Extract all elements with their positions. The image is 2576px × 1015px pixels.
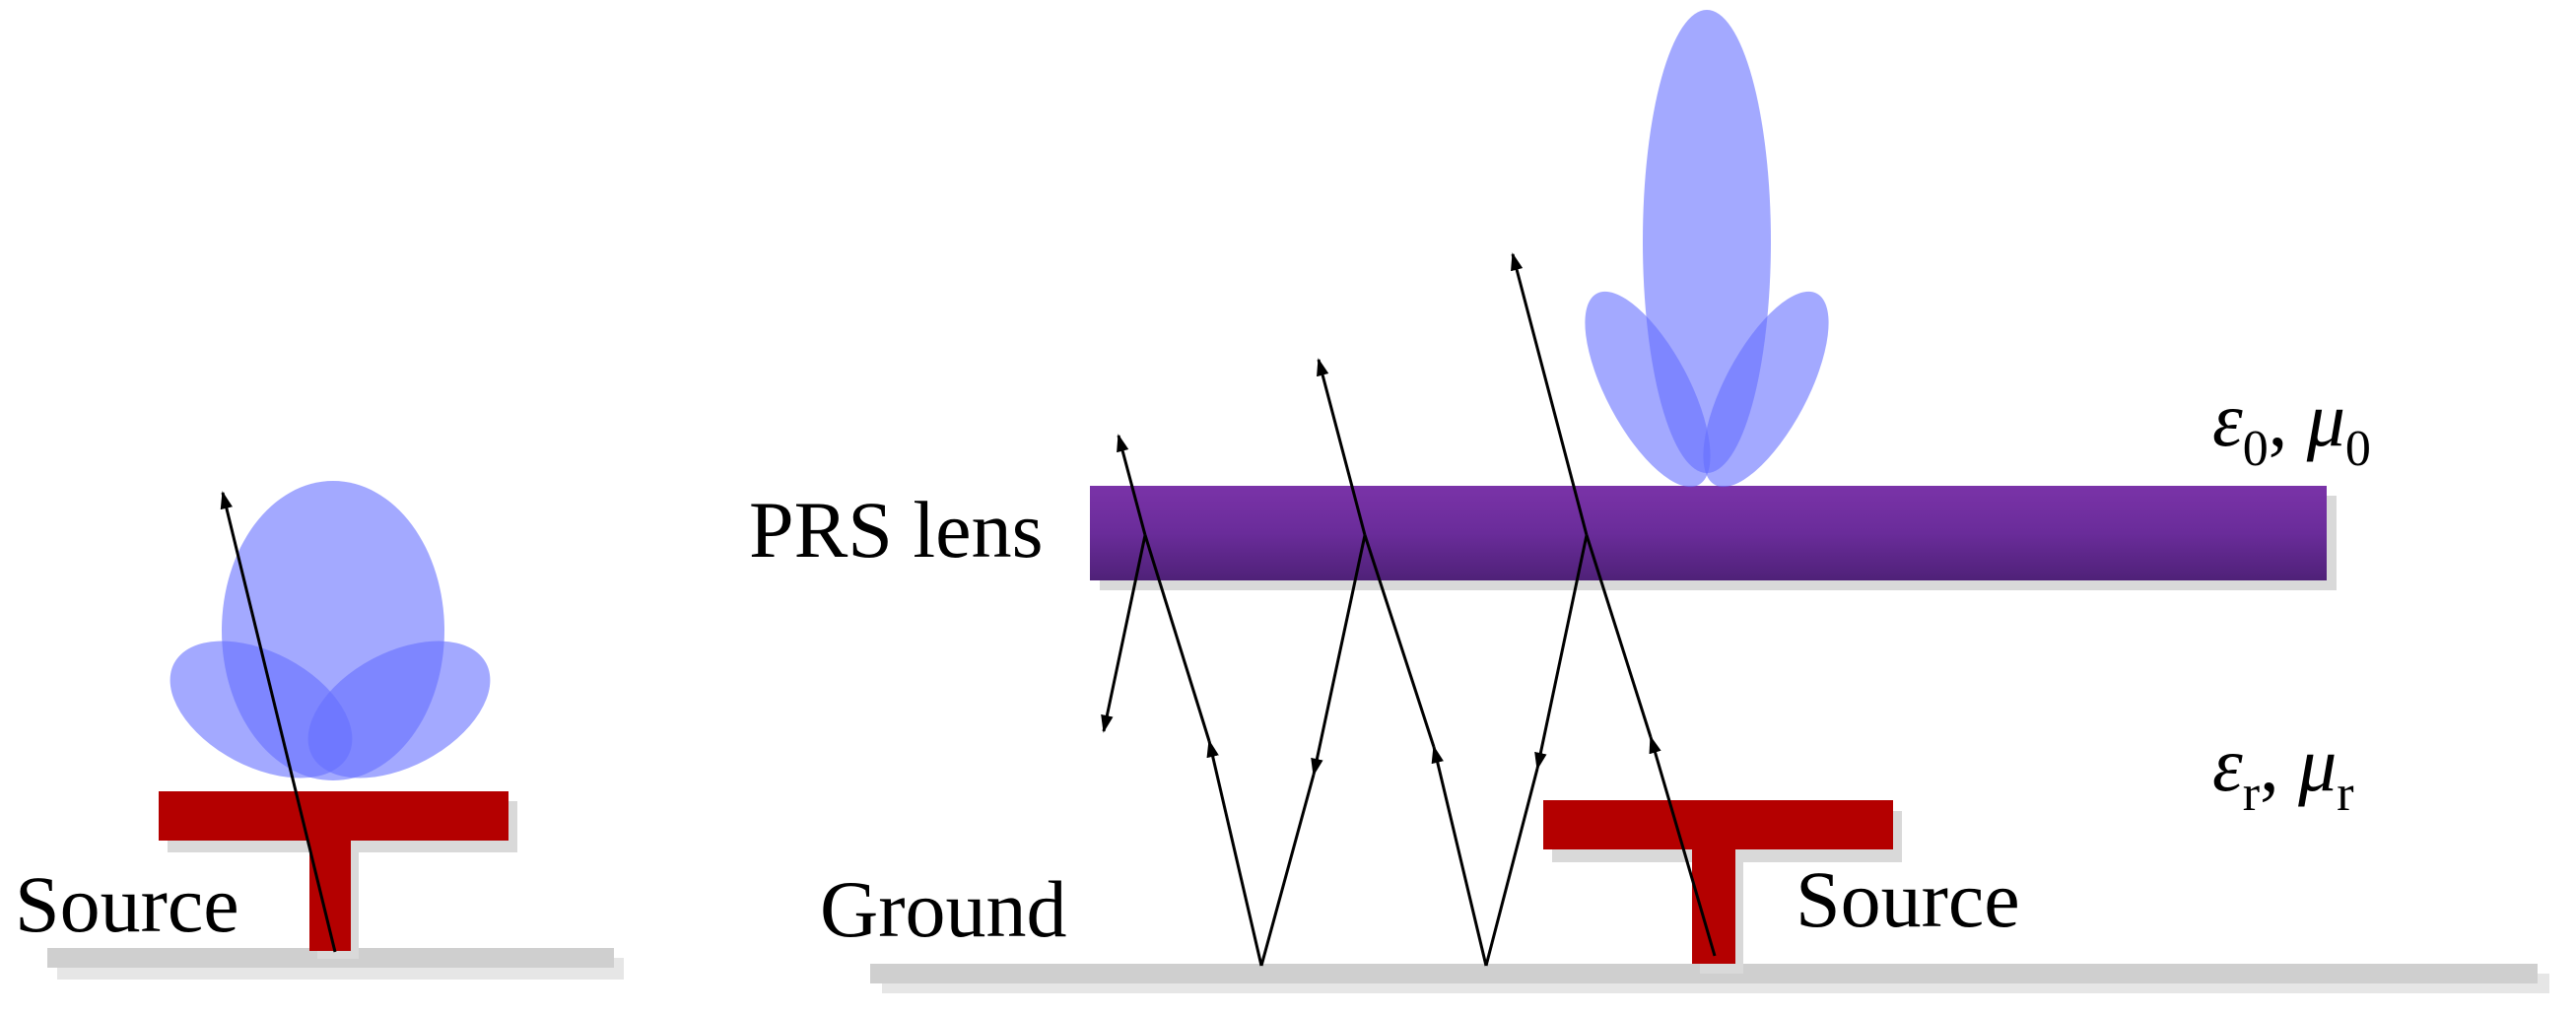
lower-sep: , [2260, 721, 2298, 807]
ray-up-3 [1206, 739, 1263, 967]
right-antenna-group: PRS lens Ground Source ε0, μ0 εr, μr [749, 10, 2549, 993]
left-source-label: Source [15, 859, 239, 949]
ray-up-transmit-2 [1317, 358, 1367, 536]
upper-sep: , [2269, 376, 2307, 462]
left-radiation-pattern [169, 481, 491, 780]
prs-lens-slab [1090, 486, 2327, 580]
left-ray [220, 491, 337, 953]
left-side-lobe-left [169, 641, 353, 778]
ray-down-2 [1311, 534, 1367, 777]
right-side-lobe-right [1703, 291, 1829, 488]
ray-up-source-2 [1585, 534, 1653, 738]
ray-down-2b [1259, 774, 1316, 967]
upper-eps: ε [2212, 376, 2243, 462]
upper-mu: μ [2306, 376, 2345, 462]
ray-up-source [1649, 735, 1717, 957]
ray-up-2b [1363, 534, 1436, 748]
lower-mu: μ [2297, 721, 2337, 807]
right-side-lobe-left [1585, 291, 1711, 488]
left-source-antenna [159, 791, 517, 959]
right-source-antenna [1543, 800, 1902, 974]
ray-paths [1101, 252, 1717, 967]
ray-up-transmit-1 [1117, 434, 1147, 536]
prs-lens-label: PRS lens [749, 485, 1044, 575]
lower-mu-sub: r [2337, 766, 2353, 822]
ray-up-transmit-3 [1511, 252, 1589, 536]
lower-medium-label: εr, μr [2212, 721, 2354, 822]
upper-eps-sub: 0 [2243, 421, 2269, 477]
right-source-stem [1692, 800, 1735, 964]
ray-up-2 [1431, 745, 1488, 967]
ground-label: Ground [820, 864, 1067, 954]
ray-down-1 [1534, 534, 1589, 771]
right-radiation-pattern [1585, 10, 1829, 488]
ray-up-3b [1143, 534, 1211, 742]
left-side-lobe-right [307, 641, 491, 778]
lower-eps: ε [2212, 721, 2243, 807]
upper-medium-label: ε0, μ0 [2212, 376, 2371, 477]
prs-lens [1090, 486, 2337, 590]
ray-down-1b [1484, 768, 1539, 967]
ray-down-3 [1101, 534, 1147, 733]
right-source-label: Source [1796, 854, 2020, 944]
upper-mu-sub: 0 [2345, 421, 2371, 477]
lower-eps-sub: r [2243, 766, 2260, 822]
left-antenna-group: Source [15, 481, 624, 980]
